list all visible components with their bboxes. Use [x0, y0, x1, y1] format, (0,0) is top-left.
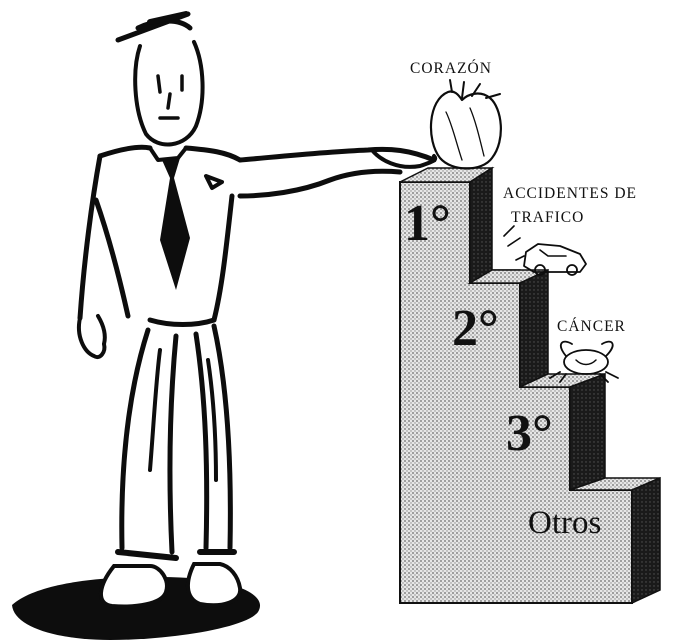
necktie	[160, 158, 190, 290]
man-figure	[12, 14, 435, 640]
stair-riser-4	[632, 478, 660, 603]
rank-3-label: 3°	[506, 405, 553, 462]
traffic-label-line2: TRAFICO	[511, 209, 584, 226]
rank-1-label: 1°	[404, 195, 451, 252]
car-crash-icon: ACCIDENTES DE TRAFICO	[503, 185, 637, 275]
left-shoe	[101, 566, 167, 606]
staircase: 1° 2° 3° Otros	[400, 168, 660, 603]
rank-others-label: Otros	[528, 505, 601, 541]
traffic-label-line1: ACCIDENTES DE	[503, 185, 637, 202]
stair-riser-3	[570, 374, 605, 490]
crab-icon: CÁNCER	[550, 318, 626, 382]
heart-label: CORAZÓN	[410, 60, 492, 77]
heart-icon: CORAZÓN	[410, 60, 501, 169]
right-shoe	[188, 564, 240, 605]
rank-2-label: 2°	[452, 300, 499, 357]
stair-riser-2	[520, 270, 548, 387]
cancer-label: CÁNCER	[557, 318, 626, 335]
